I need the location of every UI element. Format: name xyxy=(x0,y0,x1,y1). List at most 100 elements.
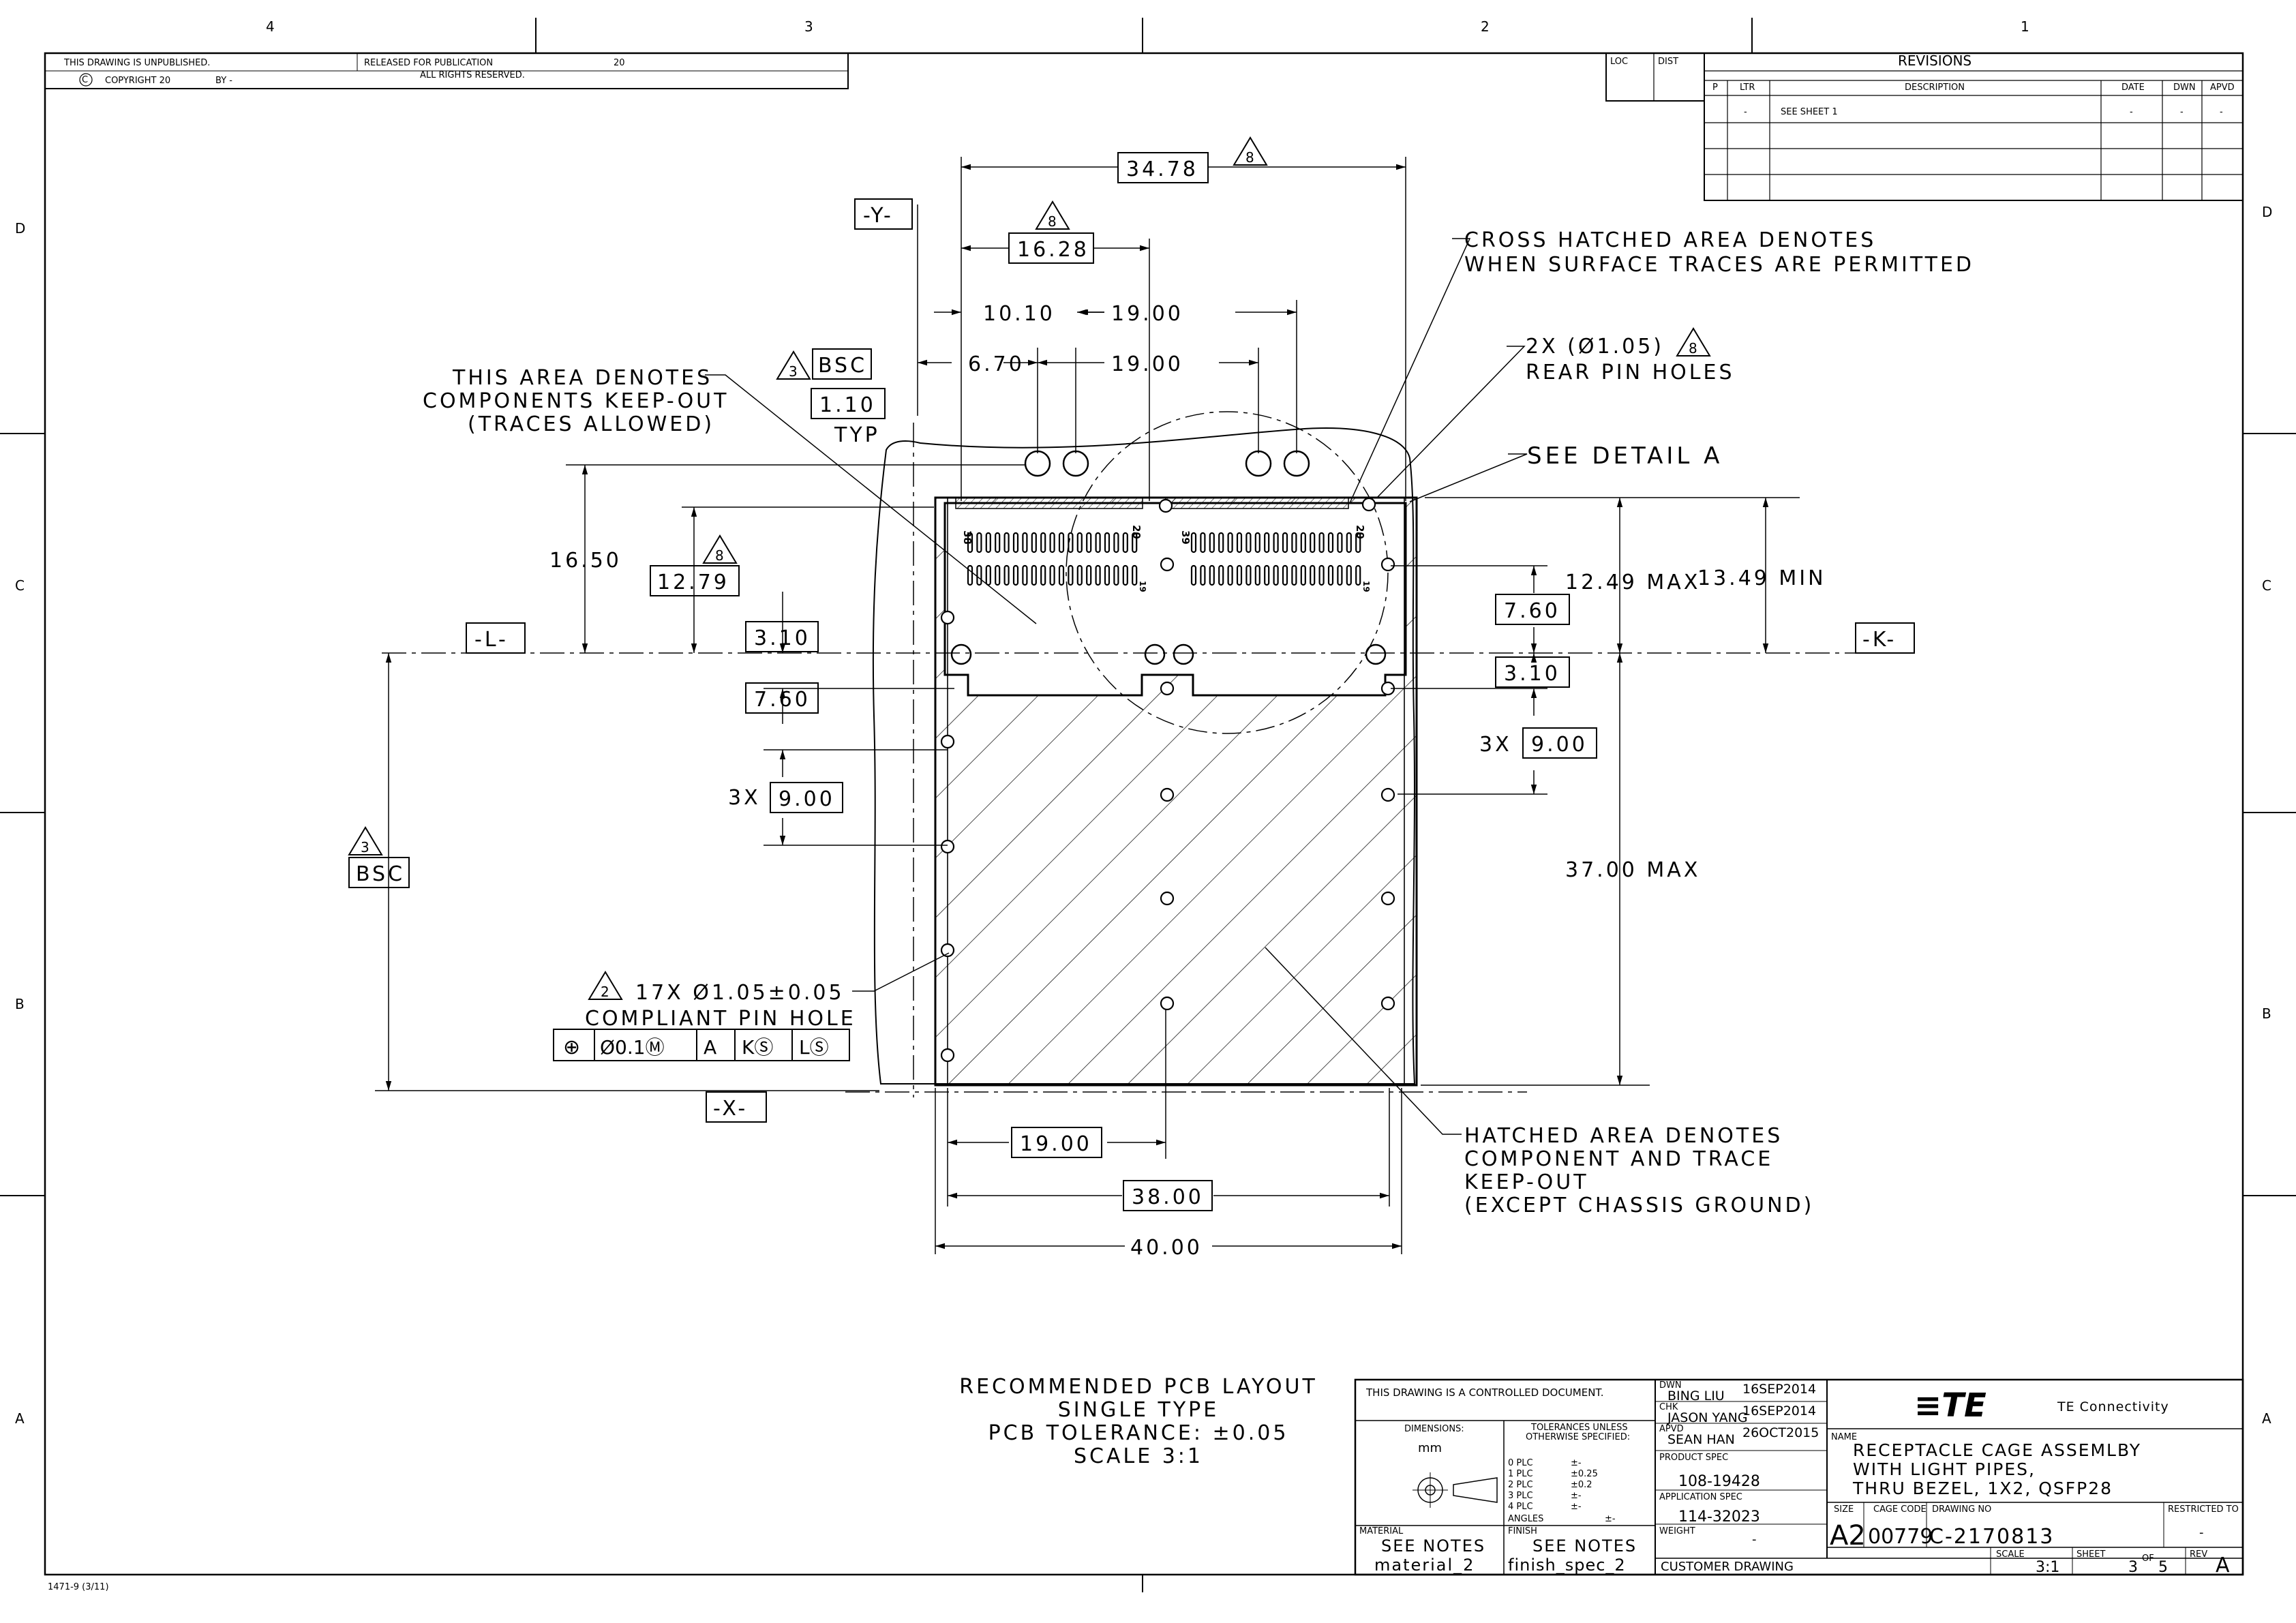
dimensions-label: DIMENSIONS: xyxy=(1404,1424,1464,1434)
smt-pad xyxy=(1355,564,1361,586)
smt-pad xyxy=(1318,532,1325,553)
fcf-datum-l: LⓈ xyxy=(799,1036,829,1059)
smt-pad xyxy=(1122,532,1128,553)
smt-pad xyxy=(1049,564,1055,586)
dim-16-50: 16.50 xyxy=(549,549,622,573)
sheet-of: OF xyxy=(2142,1553,2154,1564)
compliant-pin-hole xyxy=(1380,787,1395,802)
smt-pad xyxy=(1040,564,1046,586)
datum-l: -L- xyxy=(474,628,509,652)
product-spec-label: PRODUCT SPEC xyxy=(1659,1453,1728,1463)
smt-pad xyxy=(1273,564,1279,586)
unpublished-text: THIS DRAWING IS UNPUBLISHED. xyxy=(63,58,210,68)
rev-row-date: - xyxy=(2130,107,2133,117)
dim-40-00: 40.00 xyxy=(1130,1236,1203,1260)
rev-col-apvd: APVD xyxy=(2210,82,2235,93)
zone-top-4: 4 xyxy=(266,18,275,35)
pin-label-19b: 19 xyxy=(1361,581,1371,592)
zone-left-b: B xyxy=(15,996,25,1012)
dim-37-00-max: 37.00 MAX xyxy=(1565,858,1700,882)
rights-text: ALL RIGHTS RESERVED. xyxy=(420,70,525,80)
dwn-date: 16SEP2014 xyxy=(1742,1382,1816,1397)
material-label: MATERIAL xyxy=(1359,1526,1404,1536)
smt-pad xyxy=(1318,564,1325,586)
note-see-detail: SEE DETAIL A xyxy=(1527,442,1723,470)
note-keepout-2: COMPONENTS KEEP-OUT xyxy=(423,389,729,413)
smt-pad xyxy=(1282,564,1288,586)
material-value-1: SEE NOTES xyxy=(1381,1536,1485,1556)
detail-a-circle xyxy=(1066,411,1389,734)
rev-col-p: P xyxy=(1712,82,1718,93)
smt-pad xyxy=(1040,532,1046,553)
smt-pad xyxy=(1227,532,1233,553)
note-rear-pin-2: REAR PIN HOLES xyxy=(1526,361,1735,384)
smt-pad xyxy=(1086,564,1092,586)
zone-left-c: C xyxy=(15,577,25,594)
smt-pad xyxy=(1218,532,1224,553)
smt-pad xyxy=(1346,532,1352,553)
cage-code-value: 00779 xyxy=(1868,1525,1933,1549)
compliant-pin-hole xyxy=(940,1048,955,1063)
smt-pad xyxy=(1095,564,1101,586)
sheet-border xyxy=(0,18,2296,1592)
rev-row-desc: SEE SHEET 1 xyxy=(1781,107,1838,117)
note-flag-8b: 8 xyxy=(1048,213,1057,230)
dim-1-10: 1.10 xyxy=(819,393,876,417)
chk-date: 16SEP2014 xyxy=(1742,1404,1816,1419)
smt-pad xyxy=(967,564,973,586)
tol-2plc-val: ±0.2 xyxy=(1571,1480,1592,1490)
publication-header: THIS DRAWING IS UNPUBLISHED. RELEASED FO… xyxy=(44,52,849,89)
smt-pad xyxy=(995,564,1001,586)
released-number: 20 xyxy=(614,58,625,68)
rev-row-ltr: - xyxy=(1744,107,1747,117)
compliant-pin-hole xyxy=(1380,557,1395,572)
smt-pad xyxy=(1012,532,1019,553)
note-flag-8d: 8 xyxy=(1689,340,1697,357)
tol-4plc-key: 4 PLC xyxy=(1508,1502,1533,1512)
smt-pad xyxy=(1022,532,1028,553)
compliant-pin-hole xyxy=(1361,497,1376,512)
note-keepout-3: (TRACES ALLOWED) xyxy=(468,412,714,436)
zone-left-a: A xyxy=(15,1410,25,1427)
smt-pad xyxy=(1291,564,1297,586)
compliant-pin-hole xyxy=(940,610,955,625)
rear-pin-holes xyxy=(1024,450,1310,477)
finish-value-1: SEE NOTES xyxy=(1532,1536,1637,1556)
revisions-table: REVISIONS P LTR DESCRIPTION DATE DWN APV… xyxy=(1704,52,2244,201)
tol-4plc-val: ±- xyxy=(1571,1502,1582,1512)
smt-pad xyxy=(1068,564,1074,586)
dim-13-49-min: 13.49 MIN xyxy=(1697,566,1826,590)
drawing-notes: CROSS HATCHED AREA DENOTES WHEN SURFACE … xyxy=(423,228,1972,1468)
large-holes xyxy=(950,643,1387,665)
smt-pad xyxy=(1049,532,1055,553)
datum-k: -K- xyxy=(1862,628,1897,652)
smt-pad xyxy=(1273,532,1279,553)
smt-pad xyxy=(1264,532,1270,553)
smt-pad xyxy=(1076,532,1083,553)
form-number: 1471-9 (3/11) xyxy=(48,1582,109,1592)
datum-l-box xyxy=(466,622,526,654)
smt-pad xyxy=(1190,532,1197,553)
component-keepout-area xyxy=(943,502,1407,697)
note-hatched-1: HATCHED AREA DENOTES xyxy=(1464,1124,1783,1148)
smt-pad xyxy=(1300,532,1306,553)
dim-19-00-second: 19.00 xyxy=(1111,352,1183,376)
dwn-label: DWN xyxy=(1659,1380,1682,1391)
dim-10-10: 10.10 xyxy=(983,302,1055,326)
scale-label: SCALE xyxy=(1996,1549,2025,1560)
dim-38-00: 38.00 xyxy=(1132,1185,1204,1209)
smt-pad xyxy=(1236,564,1243,586)
restricted-label: RESTRICTED TO xyxy=(2168,1504,2239,1515)
smt-pad xyxy=(1236,532,1243,553)
dim-9-00-left: 9.00 xyxy=(779,787,835,811)
note-flag-8a: 8 xyxy=(1245,149,1254,166)
tol-2plc-key: 2 PLC xyxy=(1508,1480,1533,1490)
cage-footprint-outline xyxy=(934,496,1418,1087)
compliant-pin-hole xyxy=(1160,996,1175,1011)
smt-pad xyxy=(1200,564,1206,586)
zone-right-c: C xyxy=(2262,577,2271,594)
material-value-2: material_2 xyxy=(1374,1556,1475,1575)
dim-7-60-left: 7.60 xyxy=(754,688,811,712)
compliant-pin-hole xyxy=(940,734,955,749)
